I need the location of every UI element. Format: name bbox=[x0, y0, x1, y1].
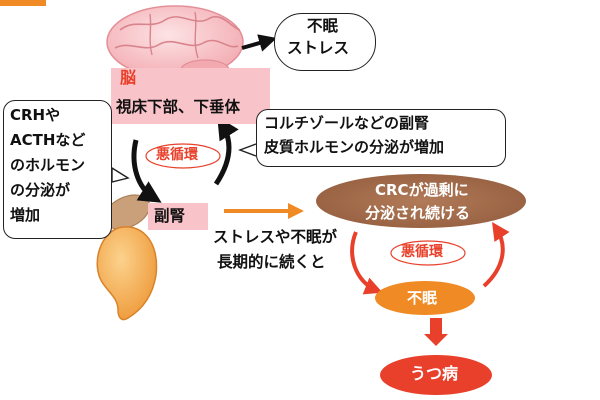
crh-line-5: 増加 bbox=[10, 206, 41, 224]
insomnia-ellipse bbox=[375, 281, 475, 315]
trigger-bubble bbox=[274, 13, 376, 71]
trigger-line-2: ストレス bbox=[287, 39, 350, 57]
prolonged-line-2: 長期的に続くと bbox=[217, 253, 326, 271]
cortisol-bubble bbox=[256, 109, 506, 167]
red-cycle-arrows bbox=[350, 222, 510, 295]
down-arrow bbox=[424, 318, 448, 346]
depression-label: うつ病 bbox=[410, 364, 459, 383]
crc-line-2: 分泌され続ける bbox=[365, 204, 471, 222]
brain-label: 脳 bbox=[120, 68, 137, 87]
vicious-cycle-oval-1 bbox=[145, 143, 221, 169]
crh-line-3: のホルモン bbox=[10, 156, 86, 174]
cortisol-line-1: コルチゾールなどの副腎 bbox=[264, 114, 430, 132]
trigger-line-1: 不眠 bbox=[307, 17, 339, 35]
black-cycle-arrows bbox=[131, 34, 277, 203]
hypothalamus-pituitary-label: 視床下部、下垂体 bbox=[116, 98, 241, 116]
crh-line-4: の分泌が bbox=[10, 181, 71, 199]
crh-line-1: CRHや bbox=[10, 106, 61, 124]
depression-ellipse bbox=[380, 355, 492, 395]
cortisol-line-2: 皮質ホルモンの分泌が増加 bbox=[264, 138, 445, 156]
vicious-cycle-oval-2 bbox=[390, 240, 466, 266]
crh-bubble bbox=[3, 100, 112, 239]
vicious-cycle-label-1: 悪循環 bbox=[156, 147, 198, 163]
adrenal-label: 副腎 bbox=[154, 207, 186, 225]
corner-tab bbox=[0, 0, 46, 6]
prolonged-line-1: ストレスや不眠が bbox=[213, 228, 338, 246]
crh-line-2: ACTHなど bbox=[10, 131, 86, 149]
insomnia-label: 不眠 bbox=[407, 289, 438, 307]
brain-label-box bbox=[111, 68, 270, 124]
vicious-cycle-label-2: 悪循環 bbox=[401, 244, 443, 260]
crc-line-1: CRCが過剰に bbox=[375, 181, 469, 199]
crc-excess-ellipse bbox=[316, 174, 526, 228]
bubble-tails bbox=[111, 143, 257, 183]
adrenal-label-box bbox=[148, 203, 208, 230]
